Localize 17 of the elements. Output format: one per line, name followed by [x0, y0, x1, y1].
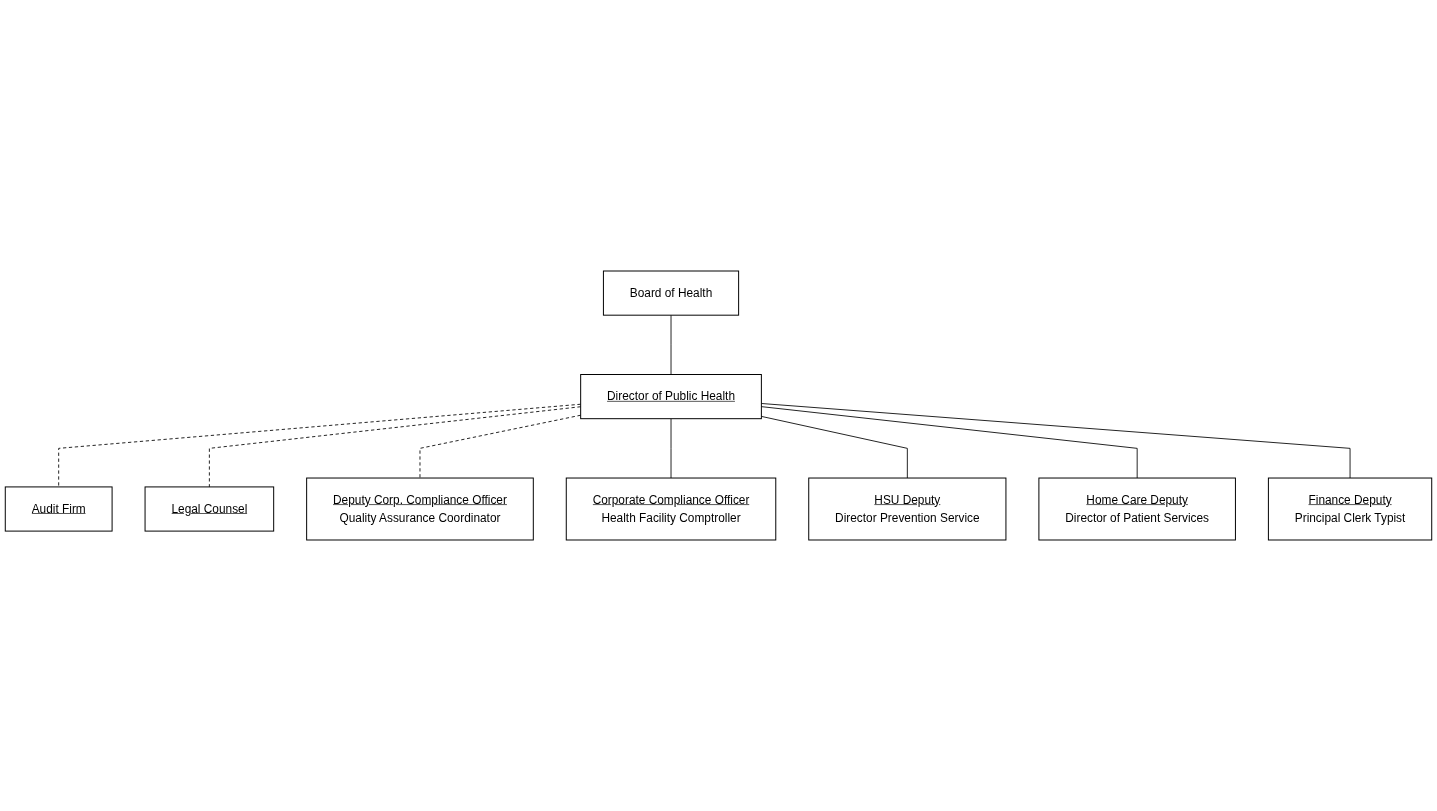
node-box: Home Care Deputy Director of Patient Services: [1038, 477, 1236, 541]
node-box: Legal Counsel: [144, 486, 275, 532]
connector: [419, 414, 582, 479]
connector: [760, 406, 1138, 479]
connector: [760, 403, 1351, 479]
node-box: HSU Deputy Director Prevention Service: [808, 477, 1007, 541]
connector: [58, 403, 582, 488]
node-box: Finance Deputy Principal Clerk Typist: [1267, 477, 1433, 541]
connector: [670, 314, 672, 375]
node-box: Director of Public Health: [580, 374, 762, 420]
connector: [208, 406, 582, 488]
node-box: Board of Health: [602, 270, 740, 316]
node-box: Corporate Compliance Officer Health Facility Comptroller: [565, 477, 777, 541]
node-box: Deputy Corp. Compliance Officer Quality Assurance Coordinator: [306, 477, 534, 541]
connector: [760, 415, 908, 479]
node-box: Audit Firm: [4, 486, 113, 532]
connector: [670, 418, 672, 479]
